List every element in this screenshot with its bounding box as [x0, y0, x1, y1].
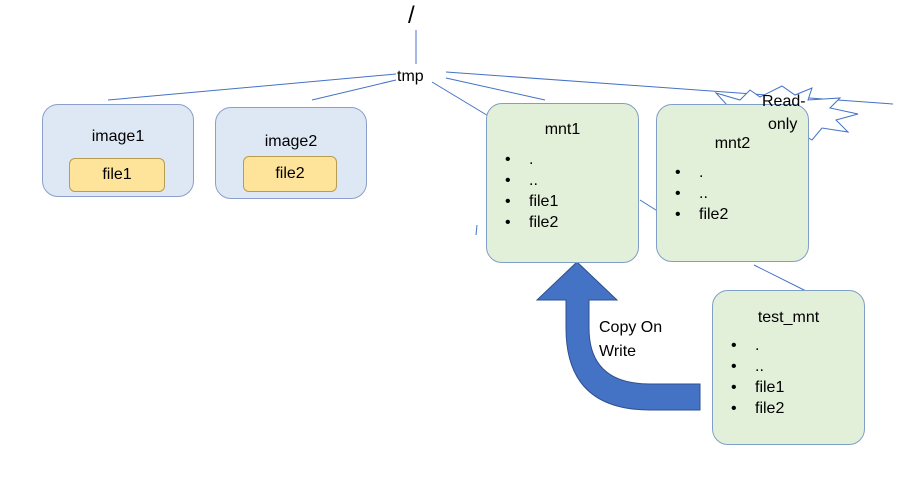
image1-file: file1: [69, 158, 165, 192]
mnt1-entry-list: . .. file1 file2: [505, 149, 558, 233]
mnt1-title: mnt1: [544, 121, 581, 138]
test-mnt-title: test_mnt: [757, 309, 820, 326]
list-item: .: [505, 149, 558, 170]
mnt2-box: mnt2 . .. file2: [656, 104, 809, 262]
connector-tmp-mnt2: [445, 71, 894, 105]
image2-title: image2: [264, 133, 318, 150]
copy-on-write-label-line1: Copy On: [599, 319, 663, 336]
mnt2-title: mnt2: [714, 135, 751, 152]
mnt2-entry-list: . .. file2: [675, 162, 728, 225]
image1-title: image1: [91, 128, 145, 145]
test-mnt-entry-list: . .. file1 file2: [731, 335, 784, 419]
connector-mnt2-testmnt: [753, 264, 807, 292]
test-mnt-box: test_mnt . .. file1 file2: [712, 290, 865, 445]
mnt1-box: mnt1 . .. file1 file2: [486, 103, 639, 263]
connector-tmp-image1: [107, 73, 397, 101]
list-item: .: [675, 162, 728, 183]
list-item: file1: [731, 377, 784, 398]
copy-on-write-label-line2: Write: [599, 343, 637, 360]
list-item: ..: [505, 170, 558, 191]
list-item: file2: [675, 204, 728, 225]
connector-stub: [475, 224, 478, 236]
tmp-label: tmp: [397, 68, 424, 85]
list-item: file1: [505, 191, 558, 212]
list-item: file2: [731, 398, 784, 419]
connector-tmp-mnt1-a: [431, 81, 491, 118]
list-item: ..: [731, 356, 784, 377]
list-item: ..: [675, 183, 728, 204]
connector-tmp-mnt1-b: [445, 77, 546, 101]
list-item: .: [731, 335, 784, 356]
image2-box: image2 file2: [215, 107, 367, 199]
read-only-label-line2: only: [768, 116, 798, 133]
connector-tmp-image2: [311, 79, 397, 101]
list-item: file2: [505, 212, 558, 233]
copy-on-write-arrow: [535, 261, 701, 411]
root-label: /: [408, 2, 415, 29]
image2-file: file2: [243, 156, 337, 192]
image1-box: image1 file1: [42, 104, 194, 197]
read-only-label-line1: Read-: [762, 93, 806, 110]
